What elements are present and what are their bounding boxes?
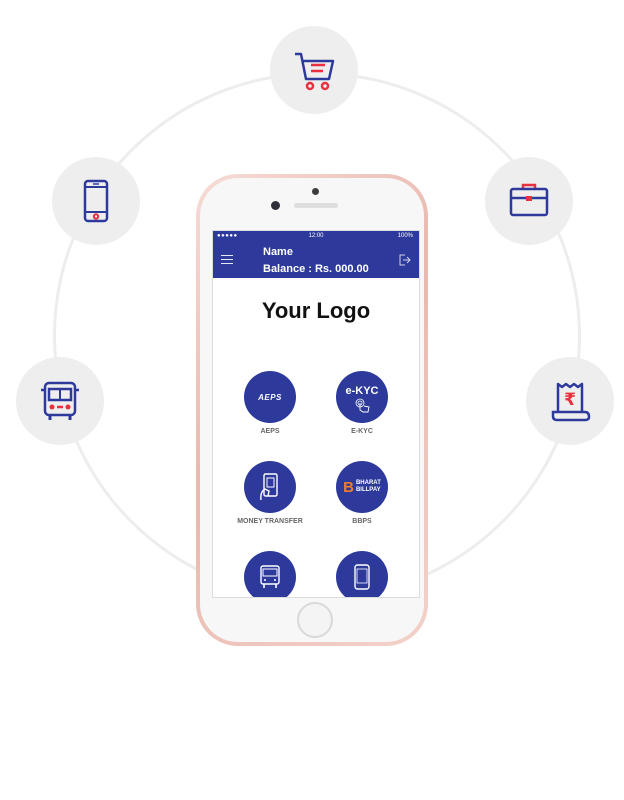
status-time: 12:00: [308, 233, 324, 239]
rupee-bill-orbit: ₹: [526, 357, 614, 445]
status-bar: ●●●●● 12:00 100%: [213, 231, 419, 242]
front-camera: [271, 201, 280, 210]
touch-icon: [355, 398, 370, 413]
aeps-logo: AEPS: [244, 371, 296, 423]
home-button[interactable]: [297, 602, 333, 638]
ekyc-icon: e-KYC: [336, 371, 388, 423]
shopping-cart-icon: [295, 52, 335, 91]
phone-mockup: ●●●●● 12:00 100% Name Balance : Rs. 000.…: [196, 174, 428, 646]
signal-indicator: ●●●●●: [217, 233, 238, 239]
phone-speaker: [312, 188, 319, 195]
service-mobile[interactable]: [317, 551, 407, 597]
hamburger-menu-icon[interactable]: [221, 255, 233, 265]
mobile-phone-orbit: [52, 157, 140, 245]
app-logo: Your Logo: [261, 298, 371, 323]
battery-level: 100%: [397, 233, 413, 239]
service-ekyc[interactable]: e-KYC E-KYC: [317, 371, 407, 435]
service-bbps[interactable]: B BHARAT BILLPAY BBPS: [317, 461, 407, 525]
service-label: AEPS: [260, 428, 280, 435]
briefcase-icon: [509, 183, 549, 217]
service-bus[interactable]: [225, 551, 315, 597]
svg-text:₹: ₹: [564, 390, 576, 410]
service-label: BBPS: [352, 518, 372, 525]
user-name: Name: [263, 246, 293, 258]
bus-icon: [244, 551, 296, 597]
logout-icon[interactable]: [397, 253, 411, 267]
rupee-bill-icon: ₹: [551, 382, 591, 422]
bharat-billpay-logo: B BHARAT BILLPAY: [336, 461, 388, 513]
app-screen: ●●●●● 12:00 100% Name Balance : Rs. 000.…: [212, 230, 420, 598]
service-aeps[interactable]: AEPS AEPS: [225, 371, 315, 435]
service-label: MONEY TRANSFER: [237, 518, 303, 525]
shopping-cart-orbit: [270, 26, 358, 114]
service-label: E-KYC: [351, 428, 373, 435]
mobile-phone-icon: [83, 179, 109, 223]
bus-orbit: [16, 357, 104, 445]
briefcase-orbit: [485, 157, 573, 245]
earpiece: [294, 203, 338, 208]
service-money-transfer[interactable]: MONEY TRANSFER: [225, 461, 315, 525]
phone-face: ●●●●● 12:00 100% Name Balance : Rs. 000.…: [200, 178, 424, 642]
user-balance: Balance : Rs. 000.00: [263, 263, 369, 275]
app-header: Name Balance : Rs. 000.00: [213, 242, 419, 278]
mobile-icon: [336, 551, 388, 597]
money-transfer-icon: [244, 461, 296, 513]
bus-icon: [41, 381, 79, 420]
